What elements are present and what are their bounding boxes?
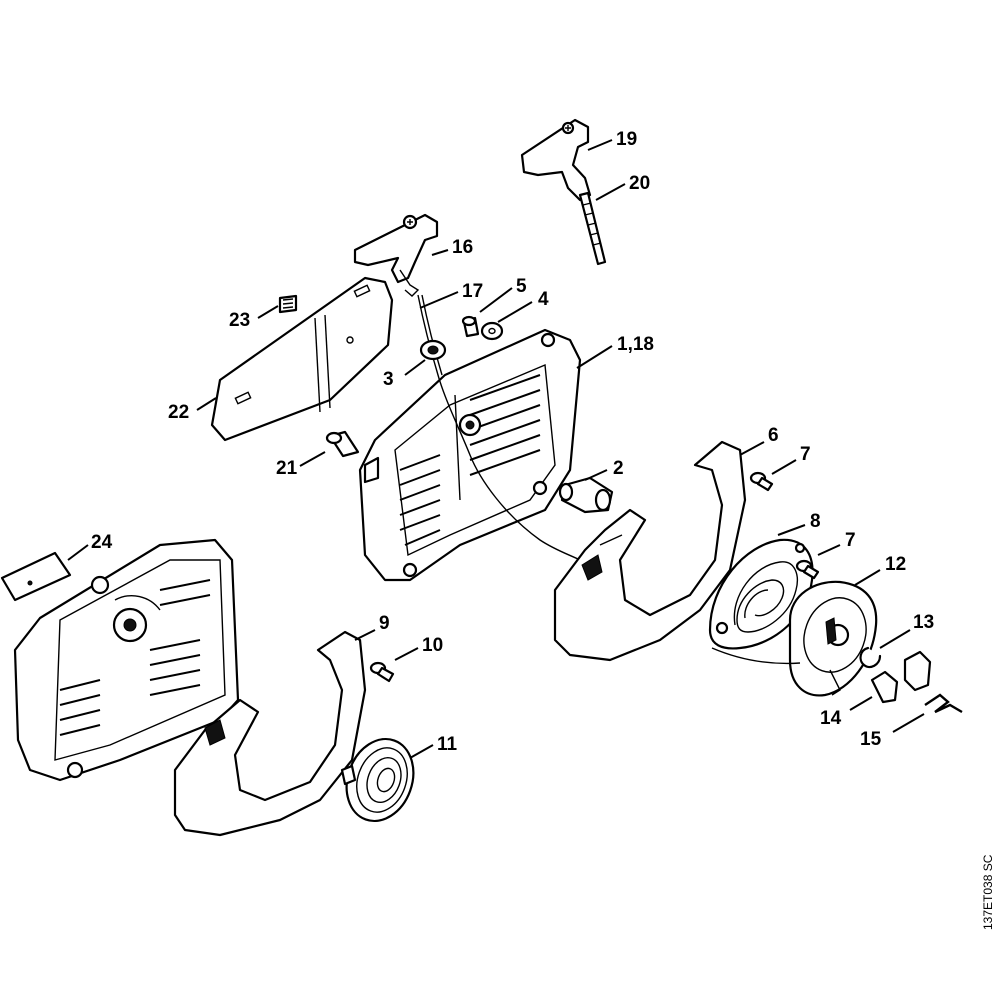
callout-4: 4 [538, 289, 549, 310]
callout-7-upper: 7 [800, 444, 811, 465]
callout-20: 20 [629, 173, 650, 194]
callout-7-lower: 7 [845, 530, 856, 551]
callout-14: 14 [820, 708, 842, 729]
callout-16: 16 [452, 237, 473, 258]
leader-lines [67, 139, 925, 759]
callout-13: 13 [913, 612, 934, 633]
part-4-washer[interactable] [480, 321, 504, 341]
callout-3: 3 [383, 369, 394, 390]
part-16-starter-grip[interactable] [353, 213, 439, 297]
part-10-screw[interactable] [369, 661, 395, 683]
callout-22: 22 [168, 402, 189, 423]
part-7-screw-lower[interactable] [795, 559, 820, 580]
callout-21: 21 [276, 458, 298, 479]
diagram-reference-code: 137ET038 SC [981, 854, 995, 930]
part-3-grommet[interactable] [419, 339, 447, 361]
part-2-spacer[interactable] [558, 476, 614, 514]
part-11-rewind-spring[interactable] [336, 730, 425, 831]
part-7-screw-upper[interactable] [749, 471, 774, 492]
part-14-pawl[interactable] [870, 670, 899, 704]
callout-23: 23 [229, 310, 250, 331]
callout-24: 24 [91, 532, 113, 553]
callout-11: 11 [437, 734, 458, 755]
part-9-guide-plate[interactable] [173, 630, 367, 837]
part-19-starter-grip[interactable] [520, 118, 592, 202]
part-20-starter-rope[interactable] [578, 191, 607, 266]
part-24-label-plate[interactable] [0, 551, 72, 602]
part-6-guide-plate[interactable] [553, 440, 747, 662]
callout-12: 12 [885, 554, 906, 575]
callout-2: 2 [613, 458, 624, 479]
callout-17: 17 [462, 281, 483, 302]
callout-1-18: 1,18 [617, 334, 654, 355]
callout-10: 10 [422, 635, 443, 656]
part-15-spring[interactable] [924, 693, 963, 714]
part-13-pawl-upper[interactable] [903, 650, 932, 692]
part-22-cover-plate[interactable] [210, 276, 394, 442]
callout-15: 15 [860, 729, 882, 750]
callout-6: 6 [768, 425, 779, 446]
part-12-rope-rotor[interactable] [711, 580, 878, 697]
part-21-screw[interactable] [325, 430, 360, 458]
callout-labels: 1,18 2 3 4 5 6 7 7 8 9 10 11 12 13 14 15… [91, 129, 934, 755]
part-24-housing[interactable] [13, 538, 240, 782]
part-23-screw[interactable] [278, 294, 298, 314]
callout-19: 19 [616, 129, 637, 150]
part-8-spring-housing[interactable] [708, 538, 814, 650]
part-5-bushing[interactable] [461, 315, 480, 338]
part-13-circlip[interactable] [859, 646, 882, 669]
callout-8: 8 [810, 511, 821, 532]
callout-9: 9 [379, 613, 390, 634]
callout-5: 5 [516, 276, 527, 297]
